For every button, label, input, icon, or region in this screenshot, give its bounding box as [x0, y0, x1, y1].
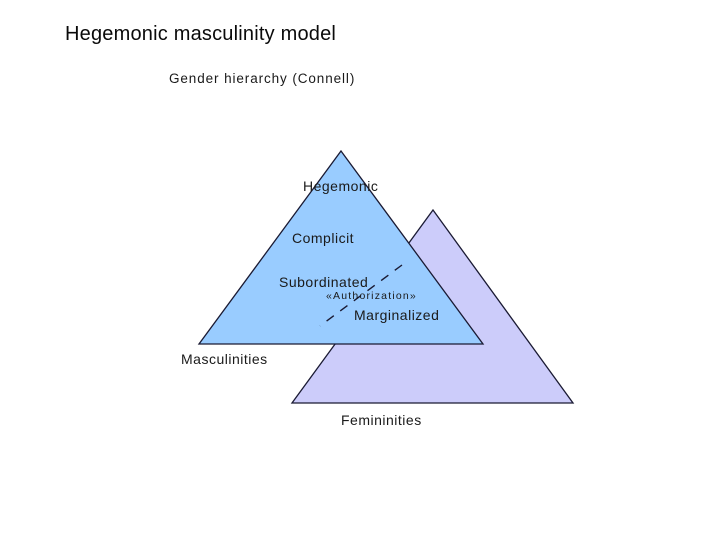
level-label-complicit: Complicit	[292, 230, 355, 246]
masculinities-triangle	[197, 149, 485, 345]
level-label-marginalized: Marginalized	[354, 307, 440, 323]
femininities-triangle-label: Femininities	[341, 412, 422, 428]
level-label-subordinated: Subordinated	[279, 274, 369, 290]
masculinities-triangle-label: Masculinities	[181, 351, 268, 367]
slide-title: Hegemonic masculinity model	[65, 23, 337, 45]
authorization-dashed-line	[319, 264, 403, 327]
slide-subtitle: Gender hierarchy (Connell)	[169, 71, 356, 86]
relation-stereotype-label: «Authorization»	[326, 290, 417, 302]
level-label-hegemonic: Hegemonic	[303, 178, 379, 194]
